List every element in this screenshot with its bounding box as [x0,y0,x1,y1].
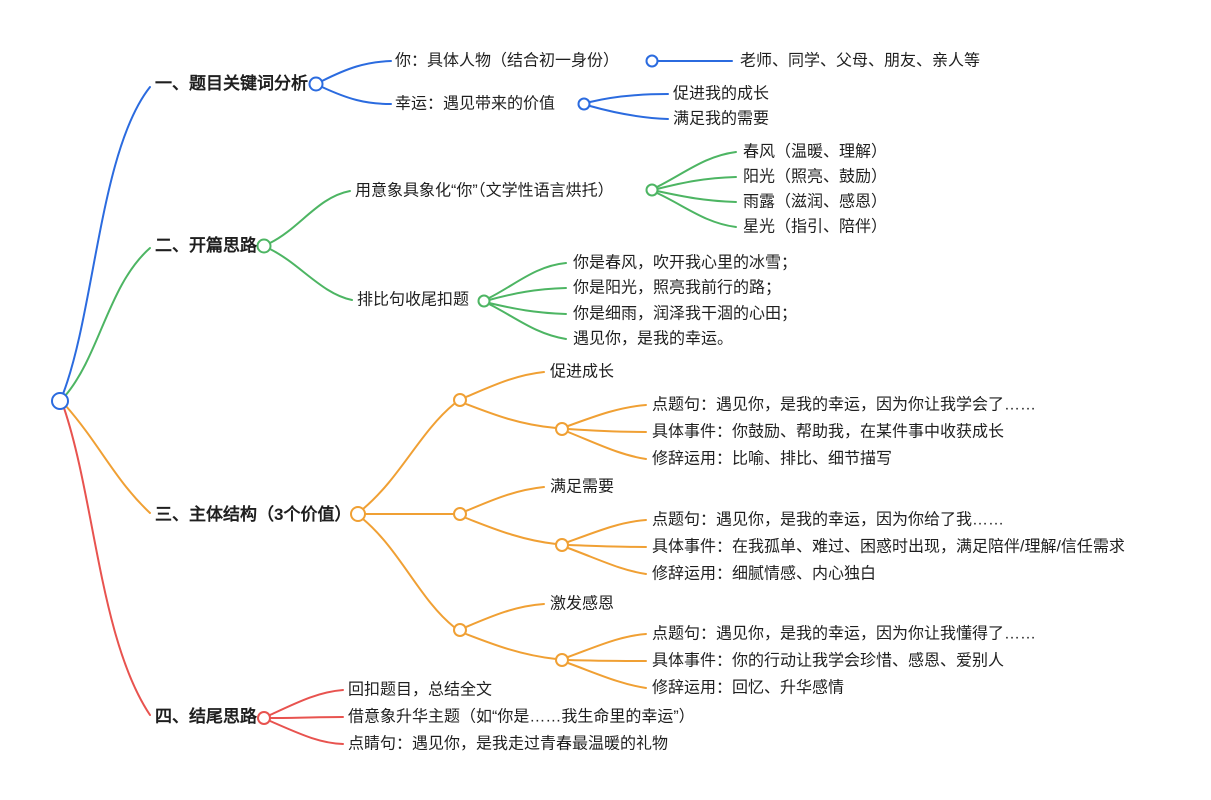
branch3-title[interactable]: 三、主体结构（3个价值） [155,504,352,524]
connector-line [656,151,737,188]
connector-line [567,547,647,575]
node-value2-topic[interactable]: 点题句：遇见你，是我的幸运，因为你给了我…… [652,511,1005,529]
node-echo-title[interactable]: 回扣题目，总结全文 [348,681,493,699]
node-value1-sub-handle[interactable] [555,422,569,436]
node-sentence-2[interactable]: 你是阳光，照亮我前行的路； [573,279,782,297]
node-value1-handle[interactable] [453,393,467,407]
connector-line [567,431,647,460]
connector-line [567,633,647,658]
connector-line [362,403,455,510]
node-sublimate-theme[interactable]: 借意象升华主题（如“你是……我生命里的幸运”） [348,708,695,726]
node-value2-handle[interactable] [453,507,467,521]
connector-line [269,248,353,301]
connector-line [269,689,344,716]
branch4-title[interactable]: 四、结尾思路 [155,706,257,726]
branch3-node-handle[interactable] [350,506,366,522]
root-node-handle[interactable] [51,392,69,410]
connector-line [65,405,151,514]
node-sentence-3[interactable]: 你是细雨，润泽我干涸的心田； [573,305,798,323]
node-value2-title[interactable]: 满足需要 [550,478,615,496]
node-rain-dew[interactable]: 雨露（滋润、感恩） [743,193,888,211]
node-sentence-1[interactable]: 你是春风，吹开我心里的冰雪； [573,254,798,272]
node-meet-needs[interactable]: 满足我的需要 [673,110,770,128]
node-you-handle[interactable] [645,54,659,68]
branch4-node-handle[interactable] [257,711,271,725]
node-imagery-handle[interactable] [645,183,659,197]
connector-line [567,519,647,543]
connector-line [465,517,557,545]
connector-line [567,428,647,433]
branch1-node-handle[interactable] [308,76,324,92]
node-value3-rhetoric[interactable]: 修辞运用：回忆、升华感情 [652,679,845,697]
node-value3-title[interactable]: 激发感恩 [550,595,615,613]
connector-line [62,86,151,395]
node-value3-handle[interactable] [453,623,467,637]
branch2-node-handle[interactable] [256,238,272,254]
node-value1-topic[interactable]: 点题句：遇见你，是我的幸运，因为你让我学会了…… [652,396,1037,414]
branch2-title[interactable]: 二、开篇思路 [155,235,257,255]
node-sunshine[interactable]: 阳光（照亮、鼓励） [743,168,888,186]
connector-line [656,176,737,190]
connector-line [465,371,545,398]
connector-line [465,603,545,628]
connector-line [269,190,351,244]
connector-line [321,60,392,82]
node-lucky[interactable]: 幸运：遇见带来的价值 [395,95,556,113]
node-people-examples[interactable]: 老师、同学、父母、朋友、亲人等 [740,52,981,70]
node-closing-line[interactable]: 点睛句：遇见你，是我走过青春最温暖的礼物 [348,735,669,753]
node-imagery[interactable]: 用意象具象化“你”（文学性语言烘托） [355,182,614,200]
connector-line [64,247,151,397]
connector-line [589,105,669,120]
node-value3-event[interactable]: 具体事件：你的行动让我学会珍惜、感恩、爱别人 [652,652,1005,670]
node-you[interactable]: 你：具体人物（结合初一身份） [395,52,620,70]
node-value1-title[interactable]: 促进成长 [550,363,615,381]
connector-line [362,518,455,628]
connector-line [567,662,647,689]
connector-line [656,190,737,203]
node-value1-rhetoric[interactable]: 修辞运用：比喻、排比、细节描写 [652,450,893,468]
connector-line [465,486,545,512]
node-value3-sub-handle[interactable] [555,653,569,667]
connector-line [269,720,344,745]
connector-line [488,287,567,301]
connector-line [488,303,567,340]
connector-line [269,716,344,719]
node-spring-breeze[interactable]: 春风（温暖、理解） [743,143,888,161]
node-value2-event[interactable]: 具体事件：在我孤单、难过、困惑时出现，满足陪伴/理解/信任需求 [652,538,1125,556]
node-lucky-handle[interactable] [577,97,591,111]
node-value1-event[interactable]: 具体事件：你鼓励、帮助我，在某件事中收获成长 [652,423,1005,441]
connector-line [589,93,669,103]
node-sentence-4[interactable]: 遇见你，是我的幸运。 [573,330,734,348]
branch1-title[interactable]: 一、题目关键词分析 [155,73,308,93]
connector-line [465,633,557,660]
node-value2-rhetoric[interactable]: 修辞运用：细腻情感、内心独白 [652,565,877,583]
connector-line [321,86,392,105]
connector-line [63,407,151,716]
node-value2-sub-handle[interactable] [555,538,569,552]
connector-line [567,404,647,427]
node-value3-topic[interactable]: 点题句：遇见你，是我的幸运，因为你让我懂得了…… [652,625,1037,643]
connector-line [656,192,737,228]
node-promote-growth[interactable]: 促进我的成长 [673,85,770,103]
node-parallelism-handle[interactable] [477,294,491,308]
connector-line [567,659,647,662]
connector-line [488,302,567,315]
connector-line [567,544,647,548]
connector-line [488,262,567,299]
node-starlight[interactable]: 星光（指引、陪伴） [743,218,888,236]
node-parallelism[interactable]: 排比句收尾扣题 [357,291,470,309]
connector-line [465,403,557,429]
